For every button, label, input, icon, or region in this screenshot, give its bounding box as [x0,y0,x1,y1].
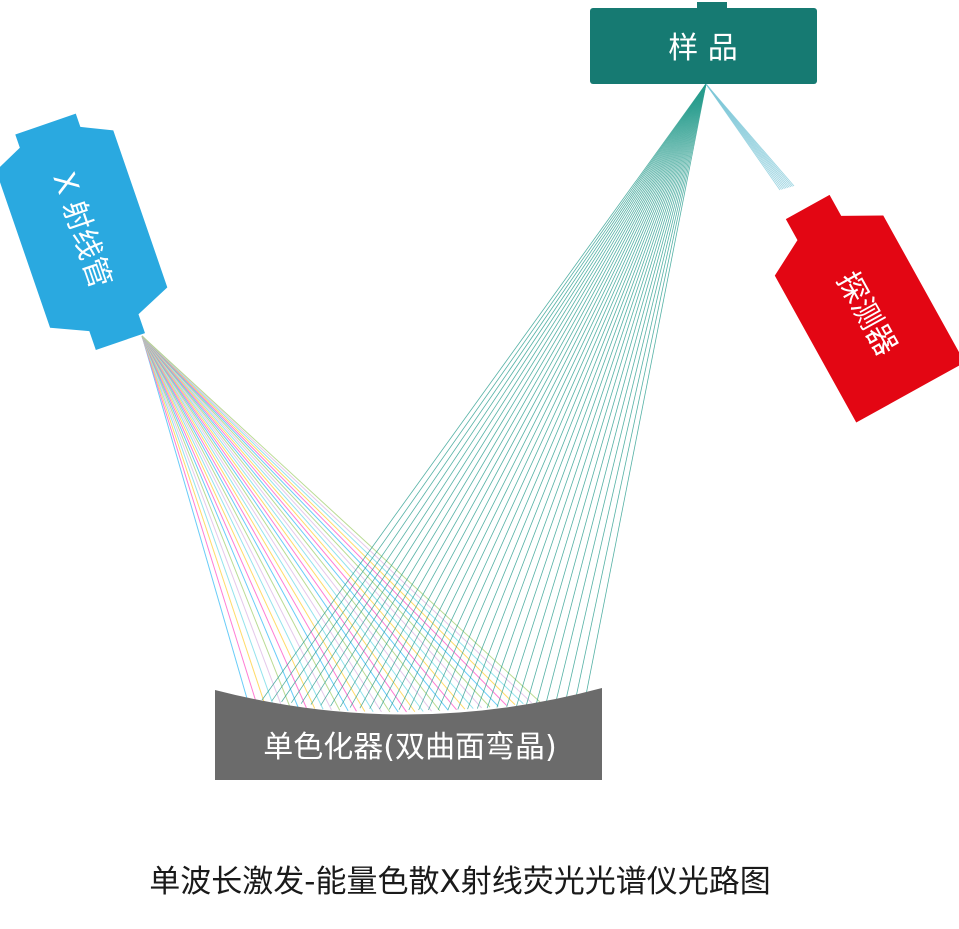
xray-tube-body [0,113,168,351]
incident-ray [141,335,449,711]
diffracted-ray [545,83,707,704]
diffracted-ray [408,83,707,711]
diffracted-ray [447,83,707,710]
diffracted-ray [574,83,707,702]
incident-ray [141,335,474,709]
diffracted-ray [506,83,707,708]
diffracted-ray [565,83,707,702]
diffracted-ray [486,83,707,709]
diffracted-ray [320,83,707,706]
incident-ray [141,335,316,709]
incident-ray [141,335,457,711]
incident-ray [141,335,482,709]
diffracted-ray [300,83,707,704]
incident-ray [141,335,499,707]
incident-ray [141,335,491,708]
monochromator: 单色化器(双曲面弯晶) [215,688,602,780]
incident-ray [141,335,441,712]
diffracted-ray [437,83,707,711]
diffracted-ray [457,83,707,710]
incident-ray [141,335,307,709]
incident-ray [141,335,541,703]
diffracted-ray [496,83,707,708]
incident-ray [141,335,466,710]
diffracted-ray [398,83,707,710]
diffracted-ray [339,83,707,708]
monochromator-crystal [215,688,602,780]
diffracted-ray [261,83,707,701]
incident-ray [141,335,391,713]
diffracted-ray [271,83,707,702]
diffracted-ray [428,83,707,711]
incident-ray [141,335,374,713]
incident-ray [141,335,357,712]
incident-ray [141,335,257,704]
diffracted-ray [476,83,707,709]
incident-ray [141,335,507,706]
fluorescence-ray [705,83,795,187]
sample-label: 样 品 [668,31,738,66]
incident-ray [141,335,416,713]
incident-ray [141,335,324,710]
diffracted-ray [281,83,707,703]
incident-ray [141,335,432,712]
fluorescence-beam-rays [705,83,795,191]
incident-ray [141,335,399,713]
diffracted-ray [310,83,707,705]
diffracted-ray [525,83,707,706]
detector: 探测器 [774,194,959,423]
incident-ray [141,335,274,705]
detector-body [774,194,959,423]
diffracted-ray [369,83,707,709]
diffracted-ray [379,83,707,710]
incident-ray [141,335,532,704]
sample-block: 样 品 [590,2,817,84]
incident-ray [141,335,407,713]
incident-ray [141,335,516,706]
incident-ray [141,335,299,708]
diffracted-beam-rays [261,83,707,711]
incident-ray [141,335,349,712]
incident-beam-rays [141,335,541,713]
diffracted-ray [555,83,707,703]
diffracted-ray [388,83,707,710]
diffracted-ray [467,83,707,710]
diffracted-ray [291,83,707,704]
diffracted-ray [516,83,707,707]
monochromator-label: 单色化器(双曲面弯晶) [263,730,556,765]
diffracted-ray [330,83,707,707]
sample-body [590,8,817,84]
incident-ray [141,335,249,703]
diffracted-ray [418,83,707,711]
incident-ray [141,335,382,713]
incident-ray [141,335,282,706]
incident-ray [141,335,424,712]
incident-ray [141,335,266,704]
diffracted-ray [349,83,707,708]
xray-tube: X 射线管 [0,113,168,351]
incident-ray [141,335,341,711]
incident-ray [141,335,291,707]
diffracted-ray [359,83,707,709]
diagram-caption: 单波长激发-能量色散X射线荧光光谱仪光路图 [149,864,770,900]
incident-ray [141,335,524,705]
incident-ray [141,335,332,711]
diffracted-ray [535,83,707,705]
diffracted-ray [584,83,707,701]
